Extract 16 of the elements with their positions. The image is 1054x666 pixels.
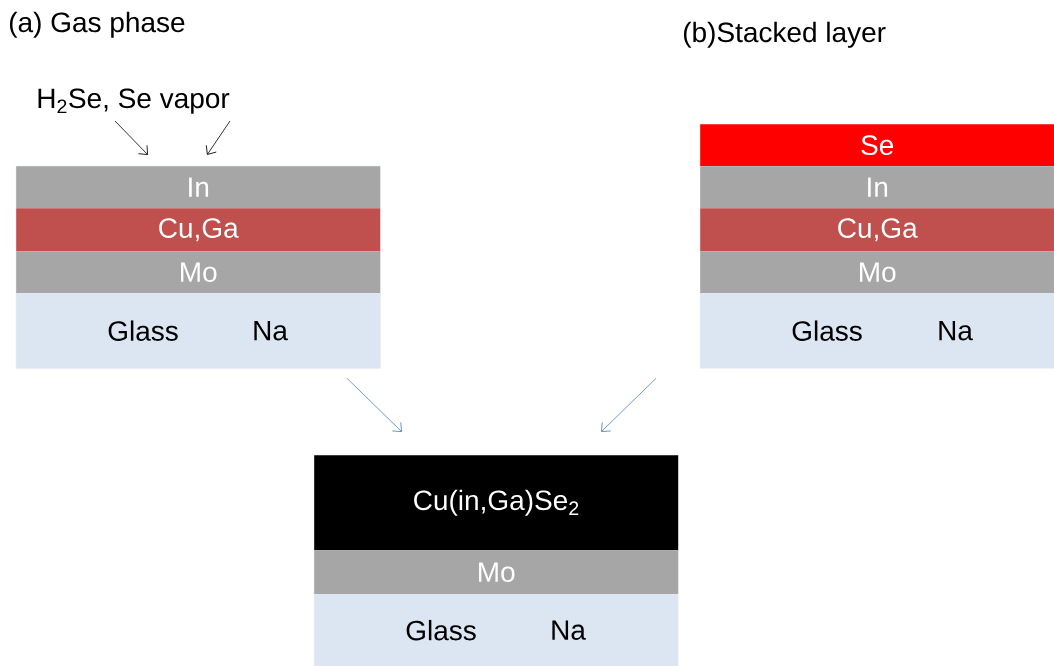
layer: Se — [700, 124, 1054, 167]
arrow — [601, 378, 657, 432]
layer: Glass Na — [16, 293, 381, 369]
arrow — [205, 120, 231, 155]
layer: Glass Na — [700, 293, 1054, 369]
layer: Cu,Ga — [700, 208, 1054, 252]
label-text: H$_{2}$Se, Se vapor — [38, 88, 230, 114]
layer: In — [16, 166, 381, 209]
layer: In — [700, 166, 1054, 209]
layer: Mo — [700, 251, 1054, 294]
arrow — [346, 378, 402, 432]
layer: Mo — [16, 251, 381, 294]
heading: (b)Stacked layer — [683, 21, 886, 48]
heading: (a) Gas phase — [9, 11, 185, 38]
arrow — [114, 120, 148, 155]
layer: Cu,Ga — [16, 208, 381, 252]
